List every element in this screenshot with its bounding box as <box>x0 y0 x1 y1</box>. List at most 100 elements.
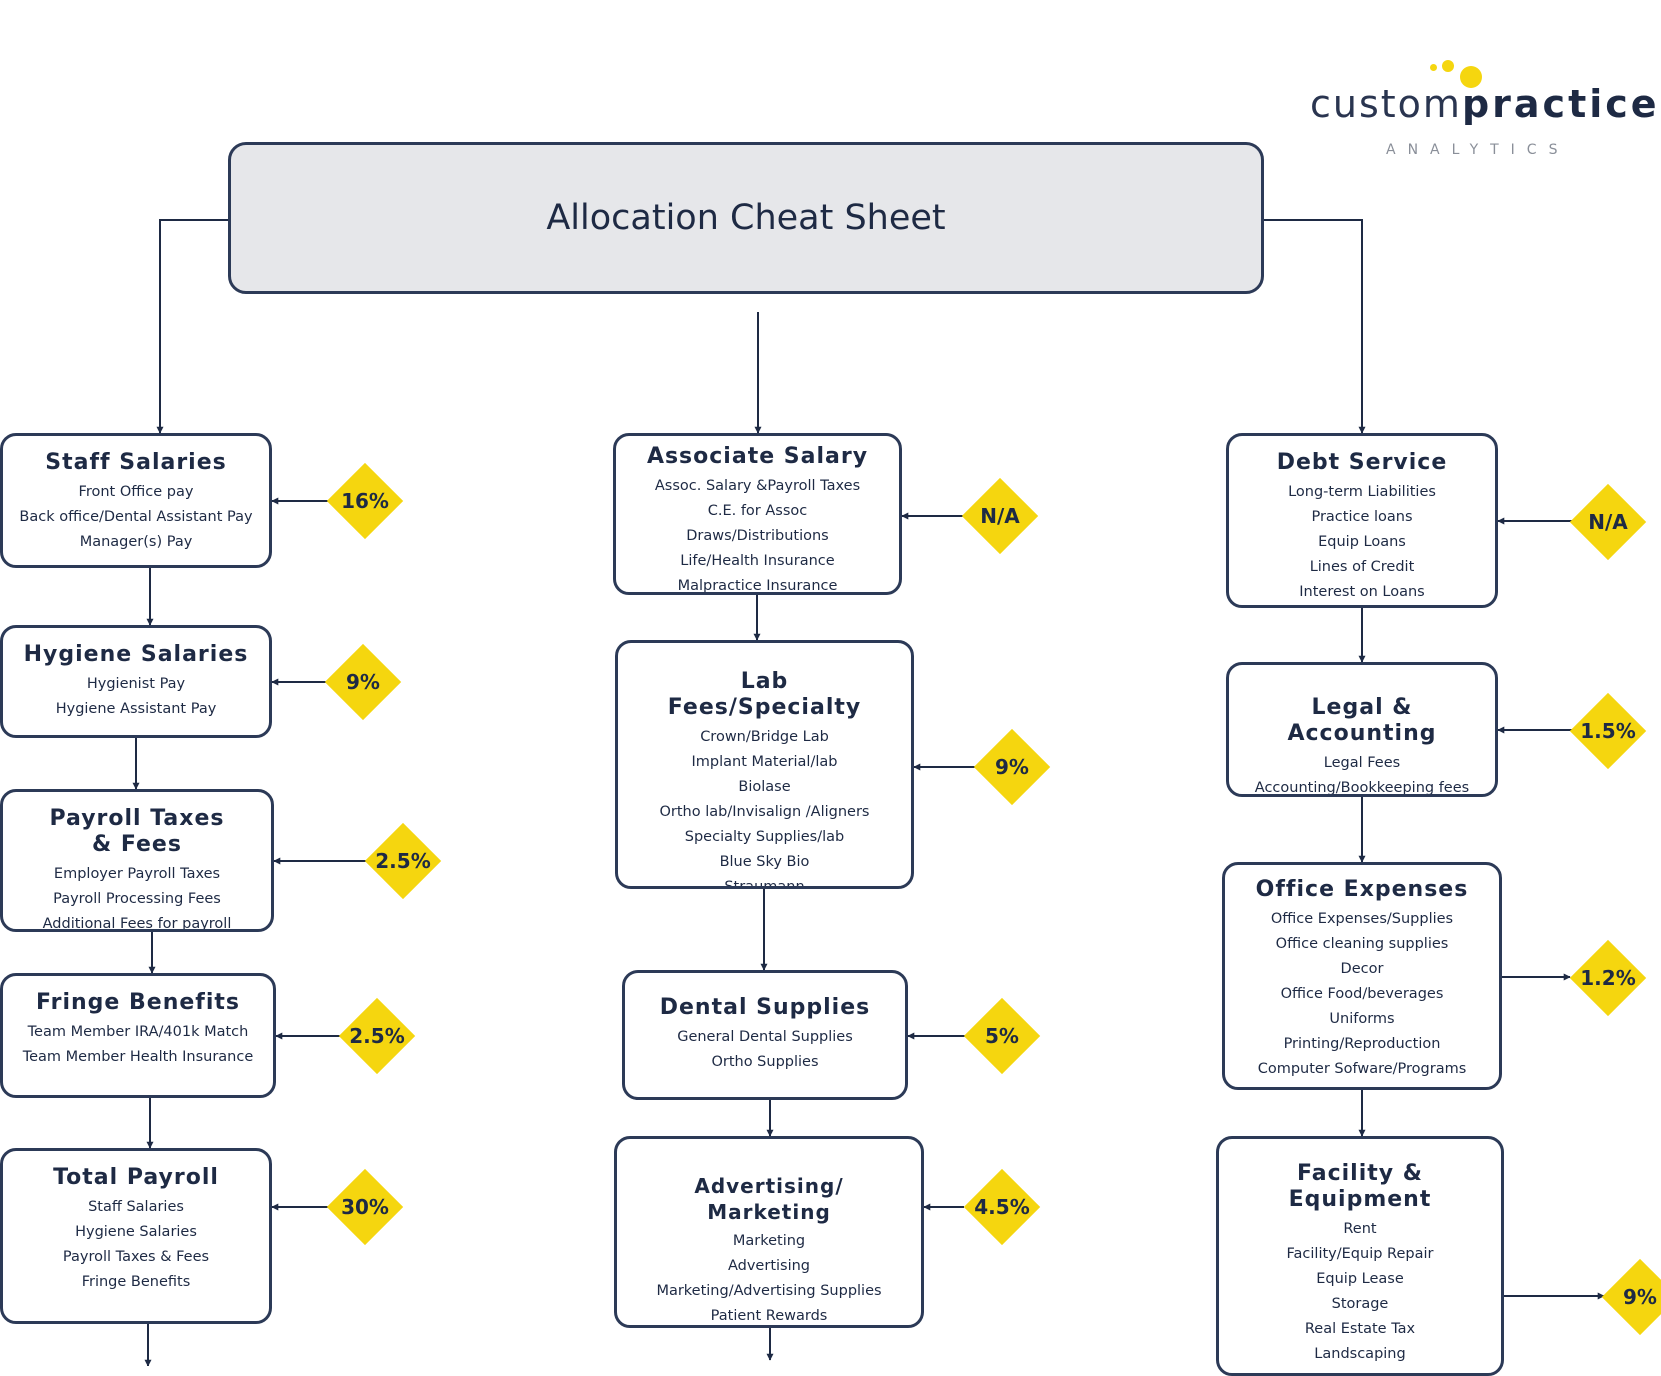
badge-total-payroll: 30% <box>325 1167 405 1247</box>
node-item: Staff Salaries <box>88 1199 184 1215</box>
node-title: Total Payroll <box>53 1165 219 1190</box>
node-item: Office Expenses/Supplies <box>1270 911 1454 927</box>
badge-debt-service: N/A <box>1568 482 1648 562</box>
node-item: Employer Payroll Taxes <box>53 866 221 882</box>
node-item: Assoc. Salary &Payroll Taxes <box>654 478 861 494</box>
node-item: General Dental Supplies <box>677 1029 853 1045</box>
page-title: Allocation Cheat Sheet <box>546 198 946 238</box>
badge-hygiene-salaries: 9% <box>323 642 403 722</box>
node-title: Fringe Benefits <box>36 990 240 1015</box>
logo-wordmark: custompractice <box>1310 82 1660 126</box>
node-item: Computer Sofware/Programs <box>1257 1061 1467 1077</box>
node-total-payroll: Total Payroll Staff Salaries Hygiene Sal… <box>0 1148 272 1324</box>
node-legal-accounting: Legal & Accounting Legal Fees Accounting… <box>1226 662 1498 797</box>
node-hygiene-salaries: Hygiene Salaries Hygienist Pay Hygiene A… <box>0 625 272 738</box>
badge-fringe-benefits: 2.5% <box>337 996 417 1076</box>
node-item: Fringe Benefits <box>81 1274 191 1290</box>
node-item: Hygiene Assistant Pay <box>55 701 217 717</box>
node-item: Printing/Reproduction <box>1283 1036 1441 1052</box>
node-item: Blue Sky Bio <box>719 854 810 870</box>
node-item: Team Member Health Insurance <box>22 1049 254 1065</box>
node-items: Front Office pay Back office/Dental Assi… <box>3 480 269 555</box>
node-item: Team Member IRA/401k Match <box>27 1024 249 1040</box>
node-item: Lines of Credit <box>1309 559 1415 575</box>
badge-associate-salary: N/A <box>960 476 1040 556</box>
badge-legal-accounting: 1.5% <box>1568 691 1648 771</box>
node-item: Biolase <box>738 779 791 795</box>
node-debt-service: Debt Service Long-term Liabilities Pract… <box>1226 433 1498 608</box>
node-fringe-benefits: Fringe Benefits Team Member IRA/401k Mat… <box>0 973 276 1098</box>
node-item: Patient Rewards <box>710 1308 828 1324</box>
logo-subtitle: ANALYTICS <box>1386 142 1570 158</box>
badge-value: 30% <box>341 1195 389 1219</box>
node-facility-equipment: Facility & Equipment Rent Facility/Equip… <box>1216 1136 1504 1376</box>
node-item: Front Office pay <box>78 484 194 500</box>
node-item: Life/Health Insurance <box>680 553 835 569</box>
node-item: Interest on Loans <box>1299 584 1425 600</box>
node-items: Legal Fees Accounting/Bookkeeping fees <box>1229 751 1495 796</box>
node-title: Hygiene Salaries <box>23 642 249 667</box>
badge-staff-salaries: 16% <box>325 461 405 541</box>
badge-value: 9% <box>1623 1285 1657 1309</box>
badge-value: 1.5% <box>1580 719 1636 743</box>
node-item: Marketing/Advertising Supplies <box>656 1283 882 1299</box>
node-office-expenses: Office Expenses Office Expenses/Supplies… <box>1222 862 1502 1090</box>
badge-value: N/A <box>1588 510 1628 534</box>
node-payroll-taxes-fees: Payroll Taxes & Fees Employer Payroll Ta… <box>0 789 274 932</box>
node-title: Associate Salary <box>646 444 869 469</box>
badge-value: 5% <box>985 1024 1019 1048</box>
node-item: Legal Fees <box>1323 755 1401 771</box>
node-item: Hygiene Salaries <box>75 1224 197 1240</box>
node-item: Ortho Supplies <box>711 1054 819 1070</box>
badge-value: N/A <box>980 504 1020 528</box>
node-title: Dental Supplies <box>659 995 871 1020</box>
node-item: Ortho lab/Invisalign /Aligners <box>659 804 870 820</box>
node-items: Assoc. Salary &Payroll Taxes C.E. for As… <box>616 474 899 592</box>
node-title: Lab Fees/Specialty <box>667 669 862 720</box>
node-item: Manager(s) Pay <box>79 534 193 550</box>
node-item: Landscaping <box>1314 1346 1406 1362</box>
badge-payroll-taxes-fees: 2.5% <box>363 821 443 901</box>
node-item: Additional Fees for payroll <box>42 916 232 932</box>
node-item: Long-term Liabilities <box>1288 484 1436 500</box>
node-title: Debt Service <box>1276 450 1448 475</box>
node-title: Advertising/ Marketing <box>694 1174 844 1224</box>
node-item: Uniforms <box>1329 1011 1395 1027</box>
badge-value: 2.5% <box>375 849 431 873</box>
node-item: Payroll Taxes & Fees <box>62 1249 210 1265</box>
node-title: Legal & Accounting <box>1287 695 1437 746</box>
node-item: Hygienist Pay <box>86 676 186 692</box>
node-items: Long-term Liabilities Practice loans Equ… <box>1229 480 1495 605</box>
node-item: Office cleaning supplies <box>1275 936 1449 952</box>
node-item: Straumann <box>724 879 805 889</box>
logo-dots <box>1430 56 1490 88</box>
node-title: Facility & Equipment <box>1288 1161 1432 1212</box>
logo: custompractice ANALYTICS <box>1300 52 1657 162</box>
badge-value: 9% <box>995 755 1029 779</box>
node-associate-salary: Associate Salary Assoc. Salary &Payroll … <box>613 433 902 595</box>
node-items: General Dental Supplies Ortho Supplies <box>625 1025 905 1075</box>
node-item: Rent <box>1343 1221 1377 1237</box>
badge-facility-equipment: 9% <box>1600 1257 1661 1337</box>
node-title: Payroll Taxes & Fees <box>49 806 225 857</box>
node-items: Team Member IRA/401k Match Team Member H… <box>3 1020 273 1070</box>
badge-value: 9% <box>346 670 380 694</box>
node-item: Office Food/beverages <box>1280 986 1444 1002</box>
node-item: Equip Loans <box>1318 534 1406 550</box>
badge-office-expenses: 1.2% <box>1568 938 1648 1018</box>
node-items: Employer Payroll Taxes Payroll Processin… <box>3 862 271 932</box>
node-items: Staff Salaries Hygiene Salaries Payroll … <box>3 1195 269 1295</box>
node-item: Accounting/Bookkeeping fees <box>1254 780 1470 796</box>
badge-value: 4.5% <box>974 1195 1030 1219</box>
badge-advertising-marketing: 4.5% <box>962 1167 1042 1247</box>
node-item: Crown/Bridge Lab <box>700 729 829 745</box>
node-lab-fees-specialty: Lab Fees/Specialty Crown/Bridge Lab Impl… <box>615 640 914 889</box>
node-title: Office Expenses <box>1255 877 1469 902</box>
badge-value: 16% <box>341 489 389 513</box>
node-item: Facility/Equip Repair <box>1286 1246 1434 1262</box>
badge-lab-fees-specialty: 9% <box>972 727 1052 807</box>
badge-value: 2.5% <box>349 1024 405 1048</box>
node-item: Draws/Distributions <box>686 528 829 544</box>
node-item: Specialty Supplies/lab <box>684 829 845 845</box>
